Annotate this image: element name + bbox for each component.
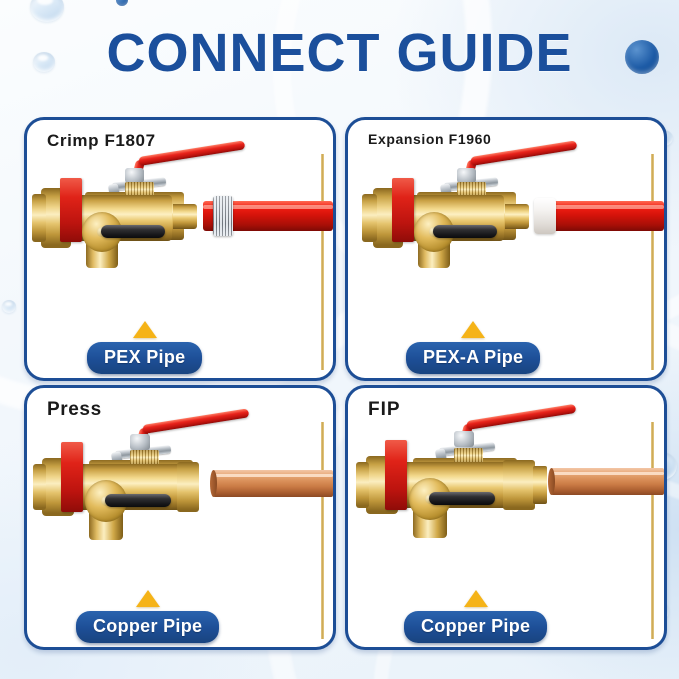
red-identification-tag (392, 178, 414, 242)
outlet-barb (173, 204, 197, 229)
pointer-triangle-icon (135, 590, 160, 607)
outlet-barb (505, 204, 529, 229)
callout-pex-pipe: PEX Pipe (87, 321, 203, 374)
inlet-union-nut (33, 464, 46, 510)
water-droplet-icon (2, 300, 16, 313)
inlet-union-nut (356, 462, 369, 508)
ball-valve-illustration-expansion (348, 120, 664, 378)
panel-fip[interactable]: FIP Copper Pipe (345, 385, 667, 650)
drain-handle-black (105, 494, 171, 507)
panel-crimp-f1807[interactable]: Crimp F1807 (24, 117, 336, 381)
stem-nut (125, 168, 144, 183)
crimp-ring (213, 196, 233, 236)
callout-copper-pipe-press: Copper Pipe (76, 590, 220, 643)
valve-packing-nut (457, 182, 486, 198)
ball-valve-illustration-press (27, 388, 333, 647)
page-title: CONNECT GUIDE (106, 23, 573, 83)
valve-packing-nut (454, 448, 483, 464)
stem-nut (457, 168, 476, 183)
badge-label: PEX Pipe (87, 342, 203, 374)
valve-packing-nut (130, 450, 159, 466)
lever-handle-red (470, 140, 578, 166)
callout-copper-pipe-fip: Copper Pipe (404, 590, 548, 643)
badge-label: PEX-A Pipe (406, 342, 541, 374)
pipe-guide-line (651, 154, 654, 370)
pointer-triangle-icon (461, 321, 486, 338)
copper-pipe-end (548, 468, 555, 495)
pipe-guide-line (651, 422, 654, 639)
pipe-guide-line (321, 154, 324, 370)
outlet-shoulder (533, 466, 547, 504)
pointer-triangle-icon (132, 321, 157, 338)
panel-press[interactable]: Press Copper Pipe (24, 385, 336, 650)
panel-expansion-f1960[interactable]: Expansion F1960 PEX-A Pipe (345, 117, 667, 381)
badge-label: Copper Pipe (76, 611, 220, 643)
expansion-sleeve (534, 198, 556, 234)
water-droplet-icon (33, 52, 55, 72)
panel-title-expansion: Expansion F1960 (368, 131, 492, 147)
lever-handle-red (138, 140, 246, 166)
copper-pipe-highlight (551, 472, 664, 475)
red-identification-tag (61, 442, 83, 512)
inlet-union-nut (32, 194, 46, 242)
red-identification-tag (385, 440, 407, 510)
outlet-threaded-end (503, 460, 535, 510)
badge-label: Copper Pipe (404, 611, 548, 643)
water-droplet-icon (116, 0, 128, 6)
drain-handle-black (101, 225, 165, 238)
inlet-union-nut (362, 194, 377, 242)
stem-nut (454, 431, 474, 447)
valve-packing-nut (125, 182, 154, 198)
callout-pex-a-pipe: PEX-A Pipe (406, 321, 541, 374)
pipe-guide-line (321, 422, 324, 639)
copper-pipe-highlight (213, 474, 333, 477)
panel-grid: Crimp F1807 (24, 117, 667, 650)
panel-title-fip: FIP (368, 399, 401, 420)
pex-pipe-highlight (203, 205, 333, 209)
lever-handle-red (142, 408, 250, 434)
panel-title-press: Press (47, 399, 102, 420)
pex-pipe-highlight (550, 205, 664, 209)
drain-handle-black (429, 492, 495, 505)
water-droplet-icon (625, 40, 659, 74)
ball-valve-illustration-fip (348, 388, 664, 647)
outlet-press-end (177, 462, 199, 512)
panel-title-crimp: Crimp F1807 (47, 131, 156, 150)
water-droplet-icon (30, 0, 64, 22)
drain-handle-black (433, 225, 497, 238)
pointer-triangle-icon (463, 590, 488, 607)
stem-nut (130, 434, 150, 450)
ball-valve-illustration-crimp (27, 120, 333, 378)
red-identification-tag (60, 178, 82, 242)
copper-pipe-end (210, 470, 217, 497)
lever-handle-red (466, 403, 577, 430)
